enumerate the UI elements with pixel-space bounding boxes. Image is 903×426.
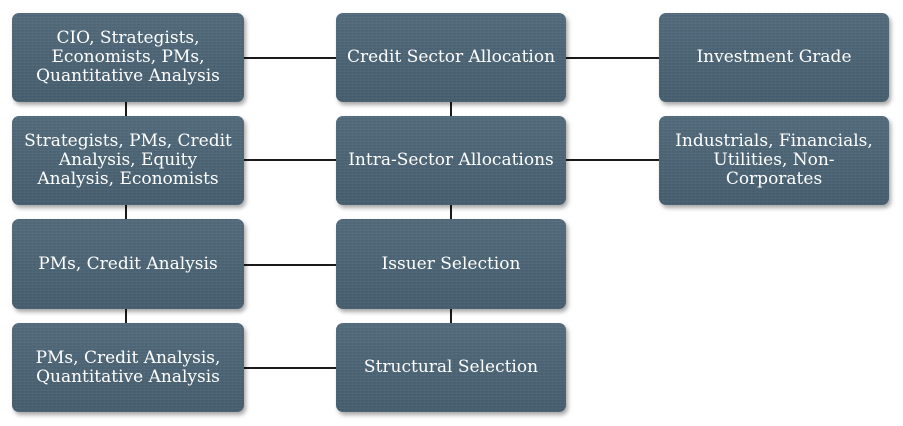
connector-left-3-4	[125, 307, 127, 325]
connector-left-1-2	[125, 100, 127, 118]
connector-left-2-3	[125, 203, 127, 221]
connector-row3-left-middle	[243, 264, 337, 266]
node-middle-4: Structural Selection	[336, 323, 566, 412]
connector-row2-middle-right	[565, 159, 660, 161]
connector-middle-2-3	[450, 203, 452, 221]
node-right-2: Industrials, Financials, Utilities, Non-…	[659, 116, 889, 205]
node-left-1-label: CIO, Strategists, Economists, PMs, Quant…	[36, 28, 220, 86]
node-right-1: Investment Grade	[659, 13, 889, 102]
node-middle-1: Credit Sector Allocation	[336, 13, 566, 102]
node-middle-2-label: Intra-Sector Allocations	[348, 150, 554, 170]
node-middle-3-label: Issuer Selection	[381, 253, 521, 274]
connector-row4-left-middle	[243, 367, 337, 369]
node-right-1-label: Investment Grade	[696, 47, 852, 67]
node-left-2-label: Strategists, PMs, Credit Analysis, Equit…	[24, 131, 232, 189]
node-left-4-label: PMs, Credit Analysis, Quantitative Analy…	[35, 347, 221, 387]
node-right-2-label: Industrials, Financials, Utilities, Non-…	[675, 131, 873, 189]
connector-row1-middle-right	[565, 57, 660, 59]
node-left-3: PMs, Credit Analysis	[12, 219, 244, 309]
node-middle-4-label: Structural Selection	[363, 357, 539, 377]
node-left-4: PMs, Credit Analysis, Quantitative Analy…	[12, 323, 244, 412]
node-left-3-label: PMs, Credit Analysis	[38, 253, 218, 274]
node-left-2: Strategists, PMs, Credit Analysis, Equit…	[12, 116, 244, 205]
node-middle-3: Issuer Selection	[336, 219, 566, 309]
connector-middle-3-4	[450, 307, 452, 325]
node-middle-2: Intra-Sector Allocations	[336, 116, 566, 205]
node-middle-1-label: Credit Sector Allocation	[346, 47, 556, 67]
connector-row2-left-middle	[243, 159, 337, 161]
node-left-1: CIO, Strategists, Economists, PMs, Quant…	[12, 13, 244, 102]
connector-row1-left-middle	[243, 57, 337, 59]
connector-middle-1-2	[450, 100, 452, 118]
